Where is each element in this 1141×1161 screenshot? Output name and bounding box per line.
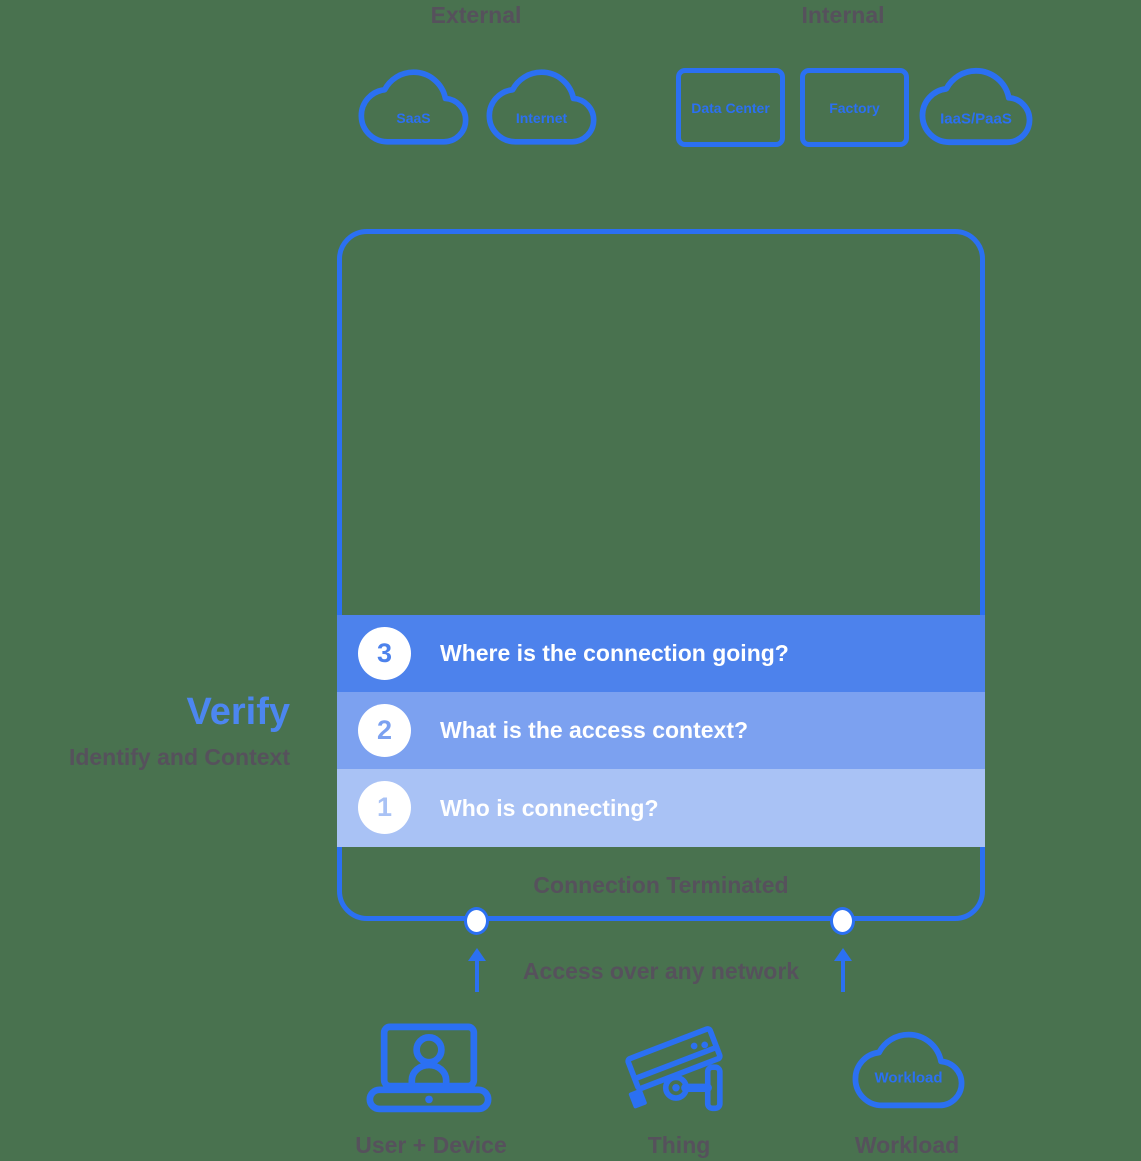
thing-node — [620, 1016, 732, 1112]
connection-terminated-label: Connection Terminated — [533, 872, 789, 898]
termination-point-left — [464, 907, 489, 935]
saas-cloud-node: SaaS — [357, 66, 470, 148]
arrow-shaft — [841, 961, 845, 992]
thing-label: Thing — [647, 1132, 711, 1158]
step-row-1: 1 Who is connecting? — [337, 769, 985, 847]
arrow-shaft — [475, 961, 479, 992]
zero-trust-boundary — [337, 229, 985, 921]
step-number-badge: 3 — [358, 627, 411, 680]
arrow-head — [468, 948, 486, 961]
step-number-badge: 2 — [358, 704, 411, 757]
termination-point-right — [830, 907, 855, 935]
step-row-3: 3 Where is the connection going? — [337, 615, 985, 692]
workload-cloud-node: Workload — [851, 1028, 966, 1112]
arrow-head — [834, 948, 852, 961]
internet-label: Internet — [515, 109, 568, 126]
step-number: 3 — [376, 638, 393, 668]
cloud-icon — [486, 69, 597, 145]
workload-cloud-label: Workload — [874, 1069, 943, 1087]
laptop-user-icon — [366, 1023, 492, 1113]
workload-label: Workload — [854, 1132, 960, 1158]
verify-block: Verify Identify and Context — [0, 690, 290, 771]
saas-label: SaaS — [396, 109, 431, 126]
up-arrow-left — [468, 948, 486, 992]
verify-title: Verify — [186, 691, 290, 733]
step-number: 1 — [376, 792, 393, 822]
up-arrow-right — [834, 948, 852, 992]
iaas-paas-cloud-node: IaaS/PaaS — [918, 64, 1034, 149]
security-camera-icon — [625, 1026, 723, 1112]
step-row-2: 2 What is the access context? — [337, 692, 985, 769]
internal-section-label: Internal — [801, 2, 885, 28]
step-number: 2 — [376, 715, 393, 745]
external-section-label: External — [430, 2, 522, 28]
access-network-label: Access over any network — [522, 958, 800, 984]
step-question: Where is the connection going? — [440, 640, 789, 666]
cloud-icon — [358, 69, 469, 145]
step-number-badge: 1 — [358, 781, 411, 834]
data-center-label: Data Center — [691, 99, 770, 116]
cloud-icon — [919, 67, 1033, 146]
iaas-paas-label: IaaS/PaaS — [940, 110, 1012, 128]
factory-label: Factory — [829, 99, 880, 116]
data-center-box-node: Data Center — [676, 68, 785, 147]
step-question: Who is connecting? — [440, 794, 659, 821]
internet-cloud-node: Internet — [485, 66, 598, 148]
cloud-icon — [852, 1031, 965, 1109]
user-device-node — [366, 1023, 492, 1113]
step-question: What is the access context? — [440, 717, 749, 743]
factory-box-node: Factory — [800, 68, 909, 147]
user-device-label: User + Device — [355, 1132, 507, 1158]
verify-subtitle: Identify and Context — [68, 744, 290, 770]
